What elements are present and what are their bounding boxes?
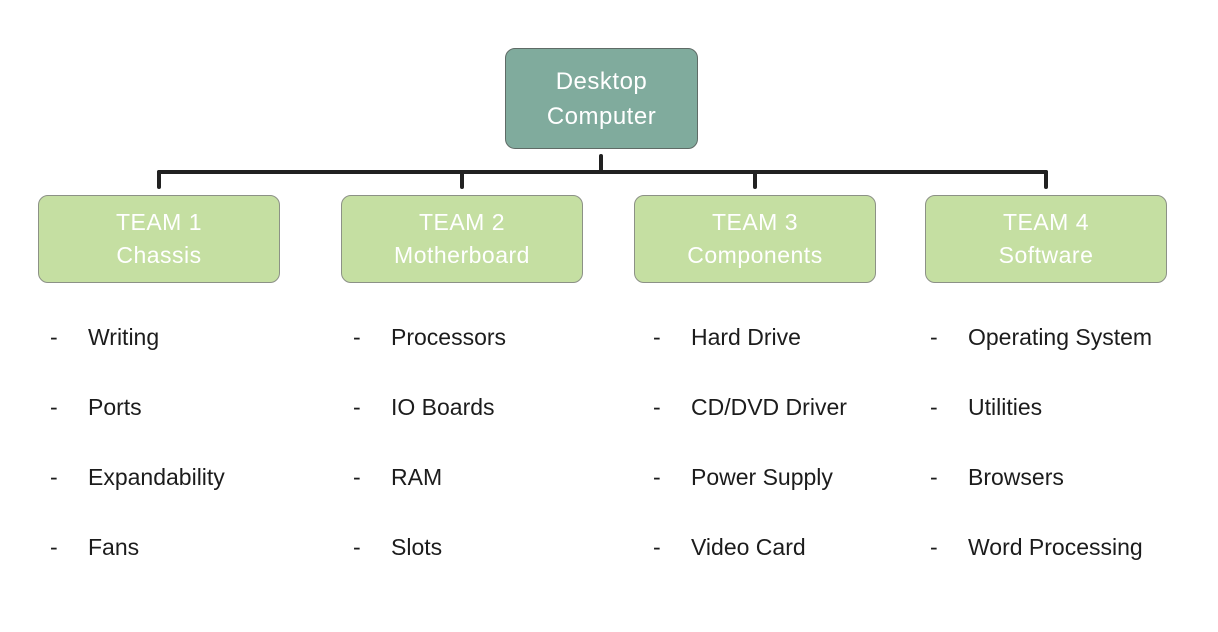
list-item: - Operating System — [930, 323, 1218, 351]
list-item: - CD/DVD Driver — [653, 393, 943, 421]
list-item-label: IO Boards — [391, 394, 495, 420]
list-item-label: Fans — [88, 534, 140, 560]
list-item-label: CD/DVD Driver — [691, 394, 847, 420]
list-item-label: Slots — [391, 534, 443, 560]
list-item: - Writing — [50, 323, 340, 351]
list-item-label: Hard Drive — [691, 324, 801, 350]
list-item-label: Word Processing — [968, 534, 1143, 560]
team-2-item-list: - Processors - IO Boards - RAM - Slots — [353, 323, 643, 603]
root-node-desktop-computer: Desktop Computer — [505, 48, 698, 149]
list-item: - Ports — [50, 393, 340, 421]
connector-bus — [157, 170, 1048, 174]
list-item: - RAM — [353, 463, 643, 491]
list-item: - Power Supply — [653, 463, 943, 491]
list-item-label: Video Card — [691, 534, 806, 560]
list-item: - Video Card — [653, 533, 943, 561]
team-node-3-components: TEAM 3 Components — [634, 195, 876, 283]
dash-bullet: - — [930, 394, 938, 420]
dash-bullet: - — [353, 534, 361, 560]
team-2-title: TEAM 2 — [418, 209, 506, 235]
list-item: - Hard Drive — [653, 323, 943, 351]
team-node-2-motherboard: TEAM 2 Motherboard — [341, 195, 583, 283]
connector-drop-team4 — [1044, 170, 1048, 189]
connector-drop-team1 — [157, 170, 161, 189]
root-node-label-line1: Desktop — [555, 67, 648, 95]
list-item: - Utilities — [930, 393, 1218, 421]
team-4-title: TEAM 4 — [1002, 209, 1090, 235]
dash-bullet: - — [930, 324, 938, 350]
list-item-label: Expandability — [88, 464, 225, 490]
dash-bullet: - — [930, 534, 938, 560]
list-item-label: Writing — [88, 324, 160, 350]
team-1-subtitle: Chassis — [116, 242, 202, 268]
dash-bullet: - — [50, 464, 58, 490]
list-item: - Browsers — [930, 463, 1218, 491]
list-item-label: Utilities — [968, 394, 1043, 420]
root-node-label-line2: Computer — [546, 102, 657, 130]
dash-bullet: - — [353, 324, 361, 350]
connector-drop-team3 — [753, 170, 757, 189]
dash-bullet: - — [653, 464, 661, 490]
team-4-item-list: - Operating System - Utilities - Browser… — [930, 323, 1218, 603]
connector-trunk — [599, 154, 603, 173]
team-3-title: TEAM 3 — [711, 209, 799, 235]
list-item-label: RAM — [391, 464, 443, 490]
list-item: - Expandability — [50, 463, 340, 491]
team-3-item-list: - Hard Drive - CD/DVD Driver - Power Sup… — [653, 323, 943, 603]
dash-bullet: - — [653, 324, 661, 350]
list-item-label: Power Supply — [691, 464, 833, 490]
list-item-label: Operating System — [968, 324, 1153, 350]
team-4-subtitle: Software — [998, 242, 1094, 268]
team-1-title: TEAM 1 — [115, 209, 203, 235]
team-node-4-software: TEAM 4 Software — [925, 195, 1167, 283]
team-2-subtitle: Motherboard — [394, 242, 530, 268]
list-item-label: Browsers — [968, 464, 1064, 490]
dash-bullet: - — [653, 534, 661, 560]
list-item: - Slots — [353, 533, 643, 561]
list-item-label: Processors — [391, 324, 507, 350]
list-item: - Fans — [50, 533, 340, 561]
team-node-1-chassis: TEAM 1 Chassis — [38, 195, 280, 283]
dash-bullet: - — [353, 394, 361, 420]
dash-bullet: - — [930, 464, 938, 490]
team-1-item-list: - Writing - Ports - Expandability - Fans — [50, 323, 340, 603]
dash-bullet: - — [353, 464, 361, 490]
list-item: - Word Processing — [930, 533, 1218, 561]
list-item: - Processors — [353, 323, 643, 351]
connector-drop-team2 — [460, 170, 464, 189]
dash-bullet: - — [50, 394, 58, 420]
list-item-label: Ports — [88, 394, 142, 420]
dash-bullet: - — [653, 394, 661, 420]
dash-bullet: - — [50, 534, 58, 560]
dash-bullet: - — [50, 324, 58, 350]
list-item: - IO Boards — [353, 393, 643, 421]
team-3-subtitle: Components — [687, 242, 823, 268]
